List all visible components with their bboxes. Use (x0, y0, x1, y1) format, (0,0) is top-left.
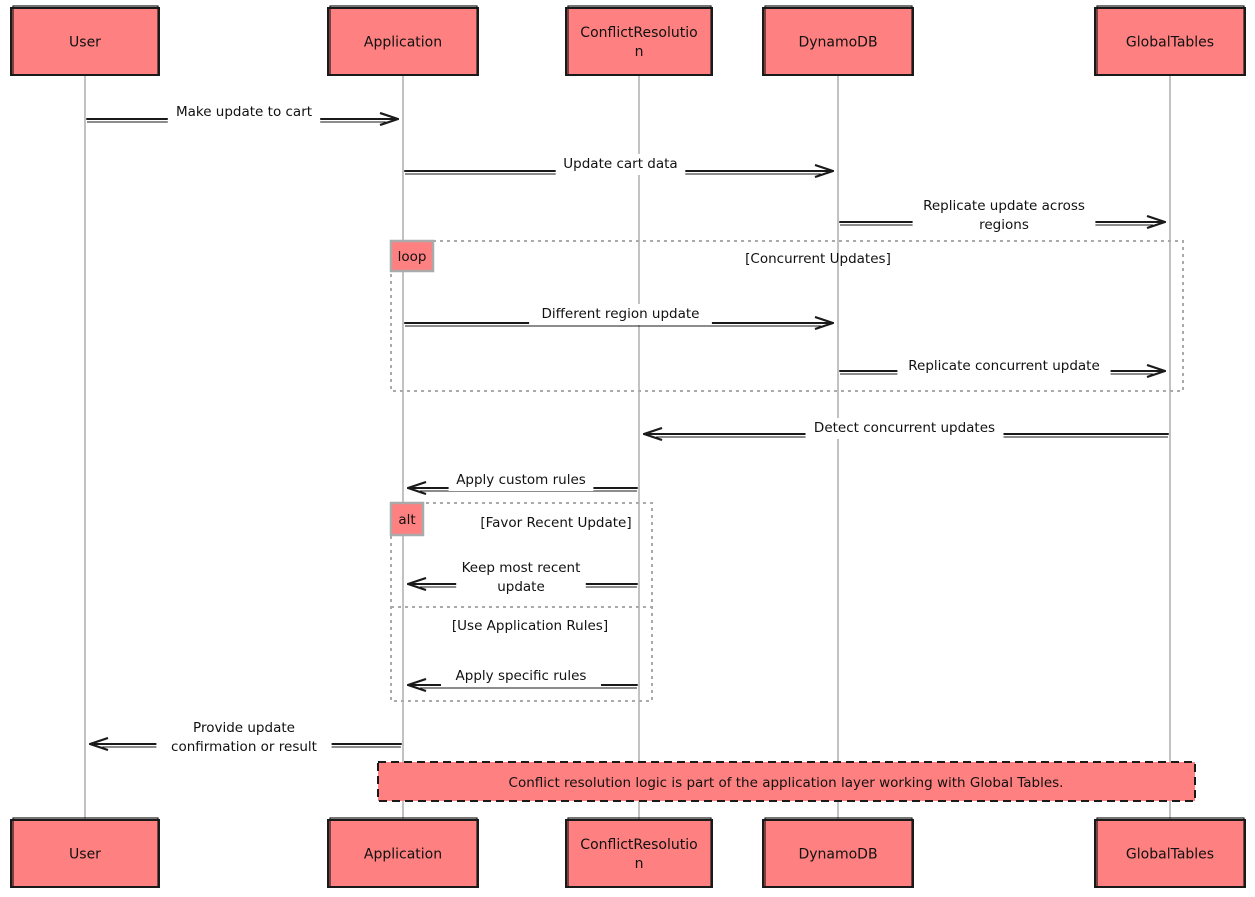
message-label: Replicate update across (923, 198, 1085, 214)
actor-user-bottom: User (10, 817, 160, 888)
message-label: Different region update (541, 306, 699, 322)
actor-dynamodb-bottom: DynamoDB (762, 817, 914, 888)
message-label: Replicate concurrent update (908, 358, 1100, 374)
actors: UserUserApplicationApplicationConflictRe… (10, 5, 1246, 888)
loop-frame: loop [Concurrent Updates] (389, 239, 1184, 392)
actor-label-conflictresolution: ConflictResolutio (580, 837, 697, 853)
alt-frame-tag: alt (398, 512, 415, 528)
message-label: Detect concurrent updates (814, 420, 995, 436)
lifelines (84, 76, 1171, 820)
alt-frame-condition: [Favor Recent Update] (480, 515, 631, 531)
actor-label-user: User (69, 847, 101, 863)
actor-label-application: Application (364, 847, 442, 863)
actor-label-globaltables: GlobalTables (1126, 35, 1214, 51)
message-arrow: Apply specific rules (407, 666, 638, 688)
actor-label-conflictresolution: n (635, 856, 644, 872)
actor-dynamodb-top: DynamoDB (762, 5, 914, 76)
alt-frame: alt [Favor Recent Update] [Use Applicati… (389, 501, 653, 702)
actor-conflictresolution-bottom: ConflictResolutio n (565, 817, 713, 888)
message-arrow: Make update to cart (86, 102, 399, 123)
actor-conflictresolution-top: ConflictResolutio n (565, 5, 713, 76)
note: Conflict resolution logic is part of the… (377, 761, 1196, 802)
message-arrow: Different region update (404, 304, 834, 326)
actor-user-top: User (10, 5, 160, 76)
actor-globaltables-bottom: GlobalTables (1094, 817, 1246, 888)
loop-frame-tag: loop (398, 249, 427, 265)
message-arrow: Apply custom rules (407, 470, 638, 491)
message-arrow: Detect concurrent updates (643, 418, 1169, 439)
alt-frame-else-condition: [Use Application Rules] (452, 618, 608, 634)
message-label: confirmation or result (171, 739, 317, 755)
actor-label-dynamodb: DynamoDB (798, 35, 877, 51)
message-label: Keep most recent (462, 560, 581, 576)
actor-label-dynamodb: DynamoDB (798, 847, 877, 863)
actor-label-globaltables: GlobalTables (1126, 847, 1214, 863)
actor-globaltables-top: GlobalTables (1094, 5, 1246, 76)
message-arrow: Replicate update across regions (839, 196, 1166, 236)
message-arrow: Provide update confirmation or result (89, 718, 402, 758)
loop-frame-condition: [Concurrent Updates] (745, 251, 891, 267)
message-label: Make update to cart (176, 104, 312, 120)
message-label: Update cart data (563, 156, 677, 172)
actor-application-top: Application (327, 5, 479, 76)
message-label: Apply custom rules (456, 472, 586, 488)
message-label: update (497, 579, 545, 595)
actor-application-bottom: Application (327, 817, 479, 888)
message-arrow: Keep most recent update (407, 558, 638, 598)
note-text: Conflict resolution logic is part of the… (509, 775, 1064, 791)
message-label: Apply specific rules (456, 668, 587, 684)
actor-label-conflictresolution: ConflictResolutio (580, 25, 697, 41)
actor-label-application: Application (364, 35, 442, 51)
message-arrow: Update cart data (404, 154, 834, 175)
message-arrow: Replicate concurrent update (839, 356, 1166, 377)
actor-label-conflictresolution: n (635, 44, 644, 60)
actor-label-user: User (69, 35, 101, 51)
message-label: regions (979, 217, 1029, 233)
message-label: Provide update (193, 720, 295, 736)
